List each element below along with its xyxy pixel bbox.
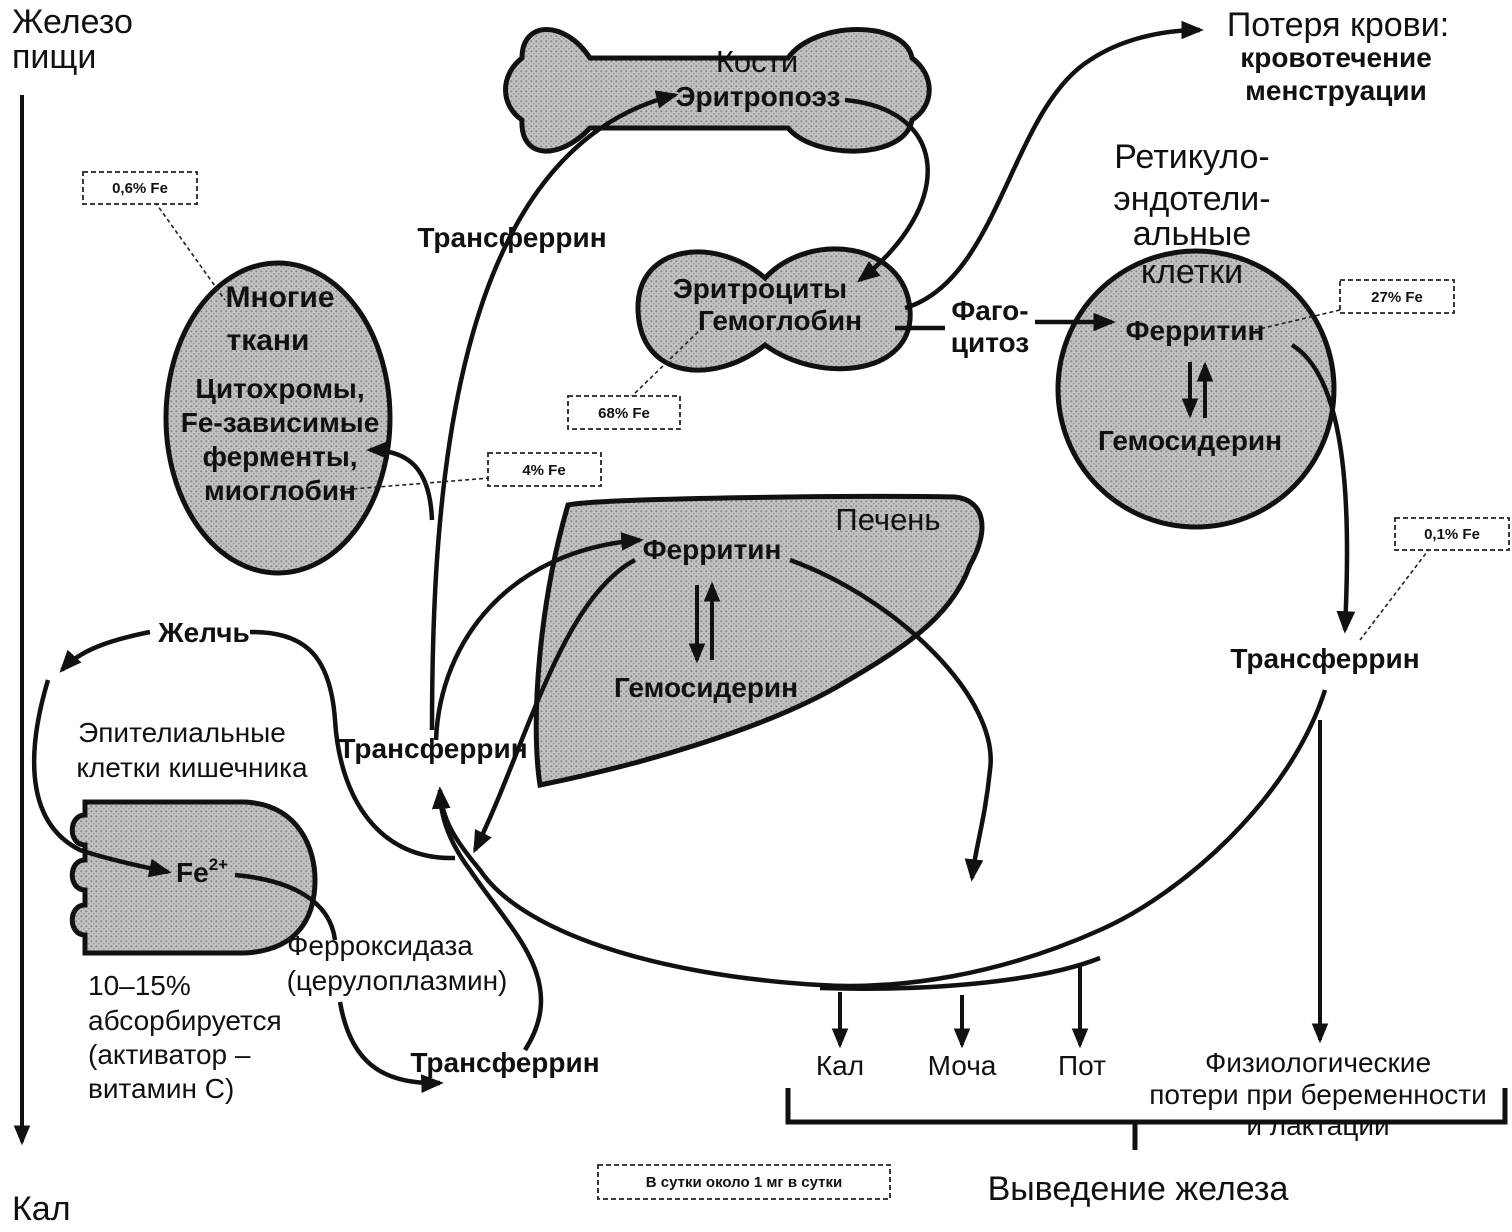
rec-ferritin-label: Ферритин [1126,315,1265,346]
svg-text:0,1% Fe: 0,1% Fe [1424,526,1480,543]
erythrocytes-label: Эритроциты [673,273,847,304]
feces-bottom-label: Кал [12,1190,71,1228]
percent-box-tissues-top: 0,6% Fe [83,172,197,204]
reticulo-label-3: альные [1133,215,1252,253]
svg-text:В сутки около 1 мг в сутки: В сутки около 1 мг в сутки [646,1174,842,1191]
tissues-label-5: ферменты, [202,441,357,472]
ferroxidase-label-1: Ферроксидаза [287,930,473,961]
out-feces-label: Кал [816,1050,864,1081]
absorbed-label-3: (активатор – [88,1039,251,1070]
bile-label: Желчь [157,617,249,648]
svg-text:0,6% Fe: 0,6% Fe [112,180,168,197]
tissues-label-3: Цитохромы, [195,373,364,404]
percent-box-hemoglobin: 68% Fe [568,396,680,429]
liver-label: Печень [835,502,940,537]
phagocytosis-label-1: Фаго- [951,295,1028,326]
phagocytosis-label-2: цитоз [951,327,1029,358]
blood-loss-label-2: кровотечение [1240,42,1432,73]
excretion-label: Выведение железа [988,1170,1289,1208]
reticulo-label-1: Ретикуло- [1114,138,1270,176]
pointer-0-6 [155,202,225,300]
ferroxidase-label-2: (церулоплазмин) [287,965,508,996]
out-urine-label: Моча [928,1050,997,1081]
tissues-label-6: миоглобин [204,475,356,506]
out-physio-label-3: и лактации [1246,1110,1389,1141]
tissues-label-1: Многие [225,281,334,314]
daily-note-box: В сутки около 1 мг в сутки [598,1165,890,1199]
svg-text:68% Fe: 68% Fe [598,405,650,422]
erythropoiesis-label: Эритропоэз [676,81,841,112]
svg-text:4% Fe: 4% Fe [522,462,565,479]
absorbed-label-2: абсорбируется [88,1005,282,1036]
epithelial-label-1: Эпителиальные [78,717,286,748]
bones-label: Кости [716,44,798,79]
reticulo-label-4: клетки [1141,253,1243,291]
blood-loss-label-3: менструации [1245,75,1427,106]
transferrin-bottom-up-arrow [440,790,541,1050]
tissues-label-2: ткани [227,324,310,357]
percent-box-transferrin: 0,1% Fe [1395,518,1509,550]
food-iron-label-2: пищи [12,38,96,76]
liver-hemosiderin-label: Гемосидерин [614,672,798,703]
percent-box-ferritin: 27% Fe [1340,280,1454,313]
out-sweat-label: Пот [1058,1050,1106,1081]
blood-loss-title: Потеря крови: [1227,6,1449,44]
svg-text:27% Fe: 27% Fe [1371,289,1423,306]
liver-ferritin-label: Ферритин [643,534,782,565]
absorbed-label-1: 10–15% [88,970,191,1001]
hemoglobin-label: Гемоглобин [698,305,862,336]
transferrin-right-label: Трансферрин [1230,643,1419,674]
out-physio-label-1: Физиологические [1205,1047,1431,1078]
absorbed-label-4: витамин С) [88,1073,234,1104]
pointer-0-1 [1360,548,1430,640]
reticuloendothelial-cell-shape [1058,251,1334,527]
rec-hemosiderin-label: Гемосидерин [1098,425,1282,456]
food-iron-label: Железо [12,3,133,41]
reticulo-label-2: эндотели- [1113,180,1270,218]
transferrin-mid-label: Трансферрин [338,733,527,764]
epithelial-label-2: клетки кишечника [76,752,308,783]
tissues-label-4: Fe-зависимые [181,407,380,438]
percent-box-tissues: 4% Fe [488,453,601,486]
out-physio-label-2: потери при беременности [1149,1079,1487,1110]
transferrin-bottom-label: Трансферрин [410,1047,599,1078]
transferrin-top-label: Трансферрин [417,222,606,253]
